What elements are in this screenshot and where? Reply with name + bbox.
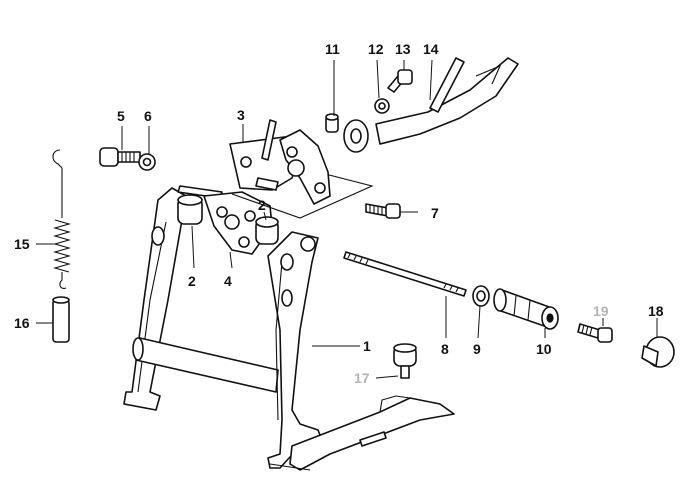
callout-19: 19: [593, 303, 609, 319]
callout-5: 5: [117, 108, 125, 124]
callout-1: 1: [363, 338, 371, 354]
callout-13: 13: [395, 41, 411, 57]
callout-11: 11: [325, 41, 340, 57]
leader-lines: [36, 59, 658, 379]
callout-2-right: 2: [258, 197, 266, 213]
callout-18: 18: [648, 303, 664, 319]
callout-10: 10: [536, 341, 552, 357]
callout-6: 6: [144, 108, 152, 124]
callout-2-left: 2: [188, 273, 196, 289]
spring-part: [52, 149, 72, 289]
lever-bracket-part-3: [229, 119, 374, 219]
bushing-part-2-right: [255, 216, 279, 245]
callout-15: 15: [14, 236, 30, 252]
callout-7: 7: [431, 205, 439, 221]
screw-part-19: [577, 323, 613, 343]
pin-part-8: [343, 251, 467, 297]
sleeve-part-10: [493, 288, 559, 330]
callout-3: 3: [237, 107, 245, 123]
bolt-part-13: [387, 69, 413, 93]
cap-part-18: [641, 336, 675, 368]
callout-8: 8: [441, 341, 449, 357]
callout-16: 16: [14, 315, 30, 331]
sleeve-part: [52, 296, 70, 343]
bolt-part-7: [365, 203, 401, 219]
washer-part-6: [138, 153, 156, 171]
rubber-stop-part-17: [393, 343, 417, 379]
callout-14: 14: [423, 41, 439, 57]
pin-part-11: [325, 113, 339, 133]
lever-part-14: [343, 57, 519, 153]
callout-12: 12: [368, 41, 384, 57]
callout-9: 9: [473, 341, 481, 357]
callout-4: 4: [224, 273, 232, 289]
washer-part-12: [374, 98, 390, 114]
callout-17: 17: [354, 370, 370, 386]
center-stand-part: [123, 187, 455, 471]
washer-part-9: [472, 285, 490, 307]
bolt-part-5: [99, 147, 141, 167]
callout-labels: 1 2 2 3 4 5 6 7 8 9 10 11 12 13 14 15 16…: [14, 41, 664, 386]
